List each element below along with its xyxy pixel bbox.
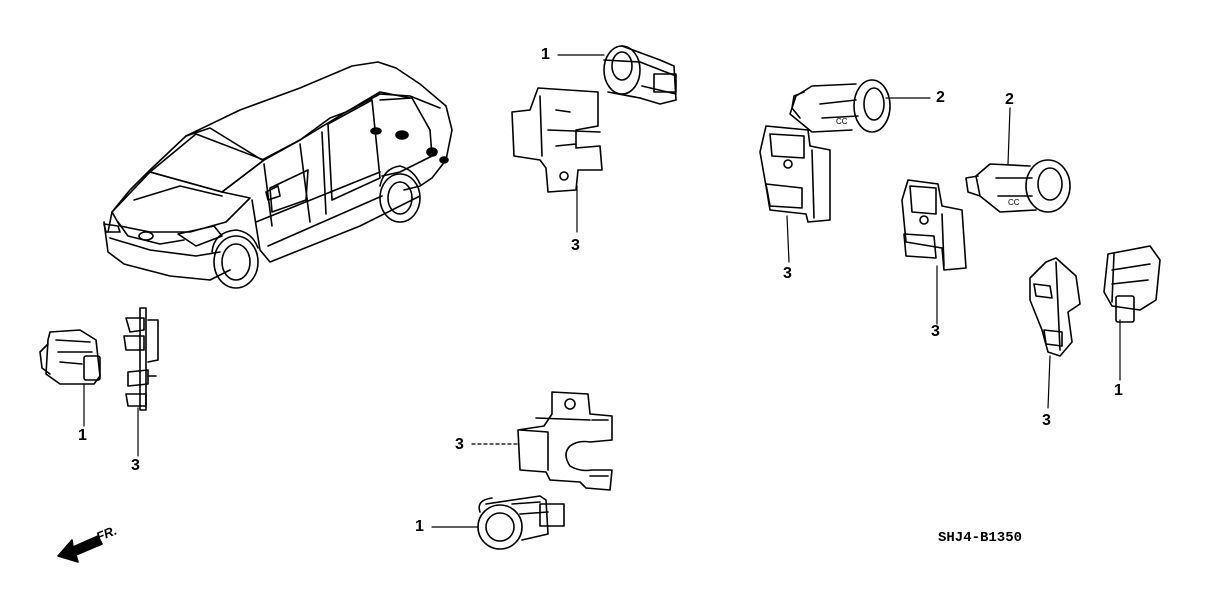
vehicle-illustration (103, 61, 453, 289)
leader-lines (83, 54, 1121, 528)
svg-text:CC: CC (1008, 198, 1020, 207)
callout-sensor-left: 1 (78, 427, 87, 444)
callout-bracket-right-c: 3 (1042, 412, 1051, 429)
parking-sensor-left (39, 329, 101, 385)
angled-sensor-b: CC (965, 159, 1071, 213)
parking-sensor-top (603, 45, 677, 105)
callout-bracket-right-b: 3 (931, 323, 940, 340)
callout-angled-sensor-b: 2 (1005, 91, 1014, 108)
callout-bracket-right-a: 3 (783, 265, 792, 282)
callout-sensor-right: 1 (1114, 382, 1123, 399)
parking-sensor-right (1103, 245, 1161, 323)
drawing-code: SHJ4-B1350 (938, 530, 1023, 546)
bracket-right-b (901, 179, 967, 271)
bracket-center (517, 391, 613, 491)
parking-sensor-bottom (477, 495, 565, 550)
callout-sensor-bottom: 1 (415, 518, 424, 535)
bracket-top (511, 87, 603, 193)
bracket-left (123, 307, 159, 411)
bracket-right-a (759, 125, 831, 223)
callout-bracket-top: 3 (571, 237, 580, 254)
front-direction-arrow-icon (57, 535, 103, 563)
callout-bracket-left: 3 (131, 457, 140, 474)
callout-bracket-center: 3 (455, 436, 464, 453)
callout-sensor-top: 1 (541, 46, 550, 63)
angled-sensor-a: CC (789, 79, 891, 133)
svg-text:CC: CC (836, 117, 848, 126)
callout-angled-sensor-a: 2 (936, 89, 945, 106)
bracket-right-c (1029, 257, 1081, 357)
